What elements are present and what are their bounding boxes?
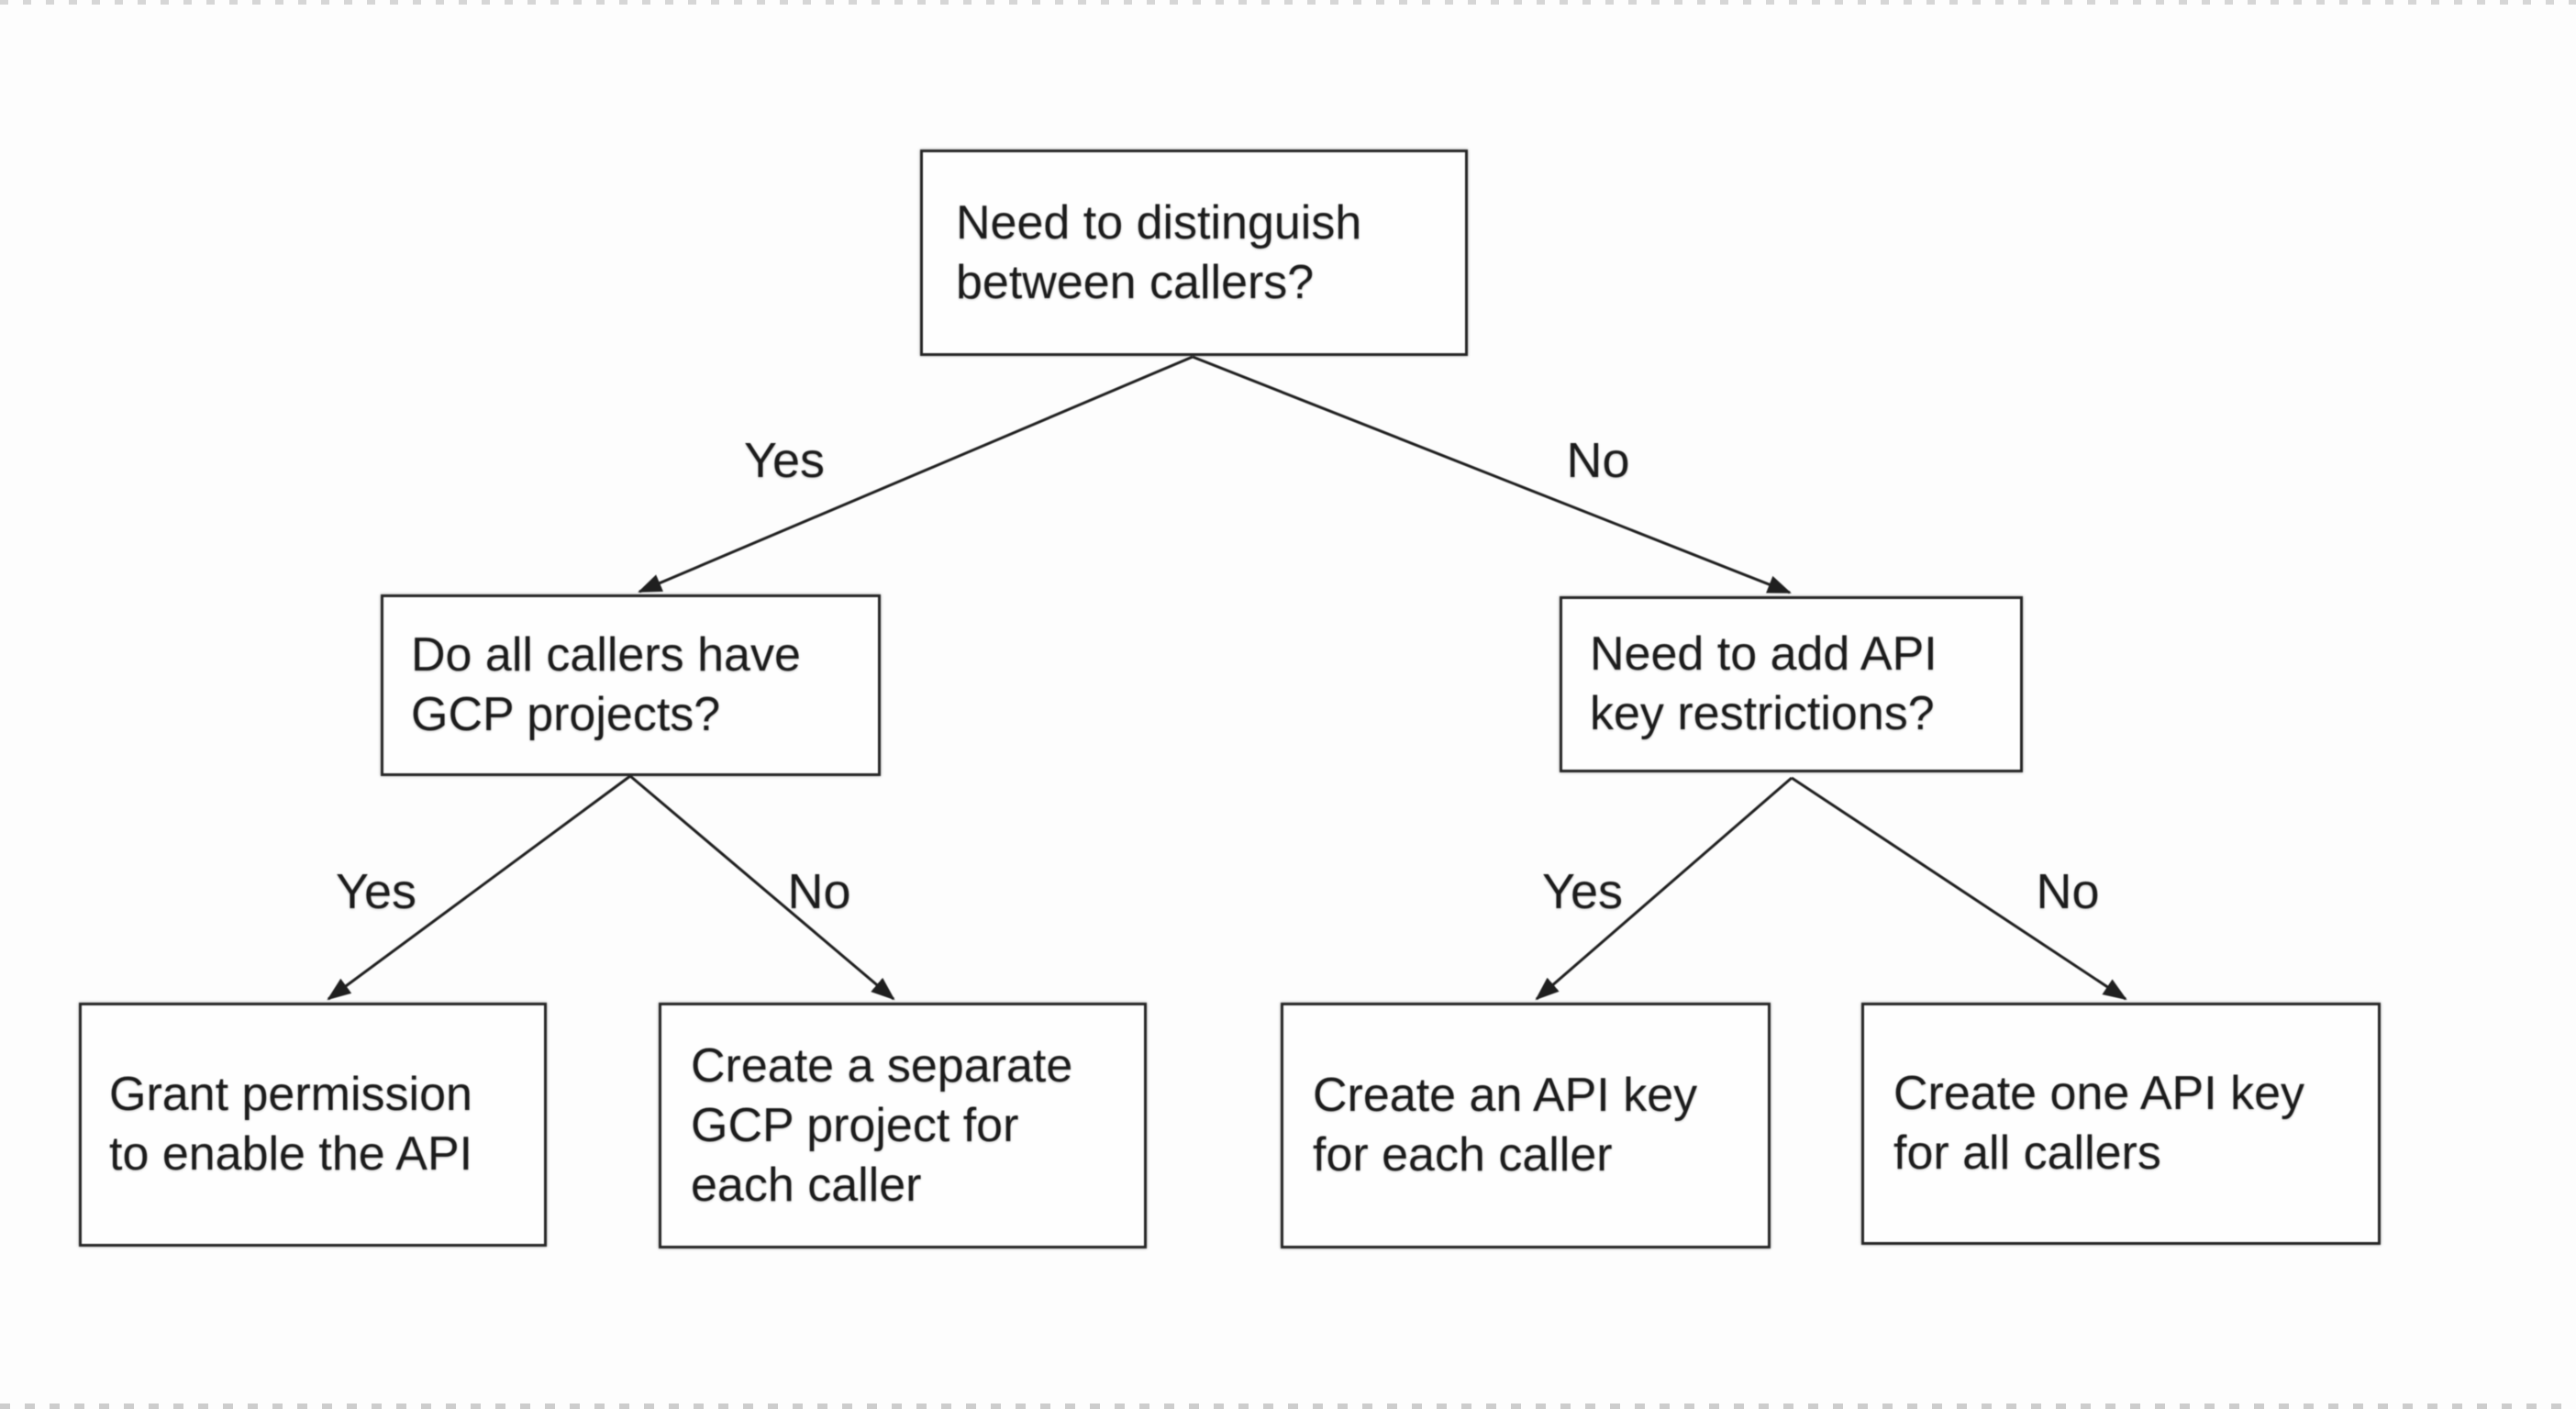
node-text-line: Create one API key bbox=[1893, 1067, 2305, 1120]
node-question-callers-have-gcp-projects: Do all callers have GCP projects? bbox=[381, 594, 881, 776]
node-question-distinguish-callers: Need to distinguish between callers? bbox=[920, 150, 1468, 356]
scan-artifact-top-edge bbox=[0, 0, 2576, 5]
node-question-api-key-restrictions: Need to add API key restrictions? bbox=[1560, 596, 2023, 772]
node-text-line: GCP project for bbox=[691, 1098, 1019, 1152]
node-outcome-grant-permission: Grant permission to enable the API bbox=[79, 1003, 547, 1247]
node-text-line: Need to distinguish bbox=[956, 195, 1362, 250]
arrow-q1-no bbox=[1192, 355, 1792, 594]
edge-label-yes: Yes bbox=[1541, 864, 1624, 919]
node-text-line: to enable the API bbox=[109, 1127, 473, 1181]
node-text-line: for all callers bbox=[1893, 1126, 2161, 1180]
node-text-line: Do all callers have bbox=[411, 628, 801, 682]
node-text-line: Grant permission bbox=[109, 1068, 472, 1121]
edge-label-no: No bbox=[787, 864, 851, 919]
node-text-line: each caller bbox=[691, 1158, 922, 1212]
node-text-line: Create a separate bbox=[691, 1038, 1073, 1093]
edge-label-no: No bbox=[2036, 864, 2100, 919]
arrow-q1-yes bbox=[638, 355, 1194, 594]
node-text-line: Need to add API bbox=[1590, 627, 1938, 681]
node-text-line: GCP projects? bbox=[411, 688, 721, 741]
node-text-line: key restrictions? bbox=[1590, 687, 1935, 740]
edge-label-yes: Yes bbox=[335, 864, 417, 919]
arrow-q2-no bbox=[629, 774, 895, 1001]
node-text-line: Create an API key bbox=[1313, 1069, 1698, 1122]
scan-artifact-bottom-edge bbox=[0, 1403, 2576, 1409]
node-text-line: for each caller bbox=[1313, 1128, 1613, 1182]
edge-label-yes: Yes bbox=[743, 433, 826, 488]
node-outcome-separate-gcp-project: Create a separate GCP project for each c… bbox=[659, 1003, 1147, 1248]
node-outcome-one-api-key-all-callers: Create one API key for all callers bbox=[1861, 1003, 2381, 1245]
node-text-line: between callers? bbox=[956, 255, 1315, 309]
node-outcome-api-key-each-caller: Create an API key for each caller bbox=[1281, 1003, 1771, 1248]
edge-label-no: No bbox=[1566, 433, 1630, 488]
